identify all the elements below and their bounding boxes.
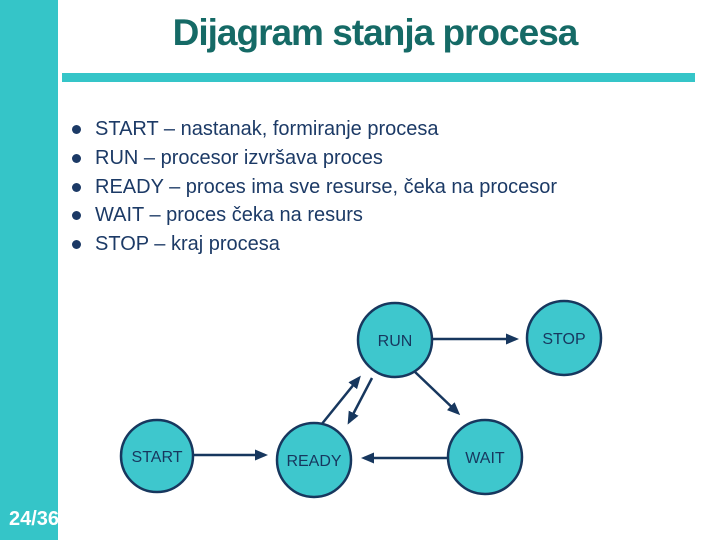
edge-run-to-ready [347,377,374,425]
bullet-icon [72,182,81,192]
bullet-icon [72,153,81,163]
bullet-item-label: START – nastanak, formiranje procesa [95,118,439,140]
edge-ready-to-run [320,375,361,426]
bullet-icon [72,211,81,221]
state-node-start [119,418,195,494]
state-node-stop [525,299,603,377]
bullet-item-ready: READY – proces ima sve resurse, čeka na … [70,174,557,203]
bullet-item-run: RUN – procesor izvršava proces [70,145,557,174]
state-node-wait-label: WAIT [465,450,505,467]
sidebar-accent-bar [0,0,58,540]
bullet-item-start: START – nastanak, formiranje procesa [70,116,557,145]
bullet-item-stop: STOP – kraj procesa [70,231,557,260]
bullet-item-wait: WAIT – proces čeka na resurs [70,202,557,231]
state-node-wait [446,418,524,496]
bullet-item-label: STOP – kraj procesa [95,233,280,256]
bullet-item-label: RUN – procesor izvršava proces [95,146,383,169]
state-node-stop-label: STOP [542,331,585,348]
bullet-item-label: READY – proces ima sve resurse, čeka na … [95,175,558,198]
state-node-start-label: START [132,449,183,466]
state-node-ready-label: READY [286,453,341,470]
state-node-run [356,301,434,379]
state-node-run-label: RUN [378,333,413,350]
page-number: 24/36 [9,508,60,530]
bullet-item-label: WAIT – proces čeka na resurs [95,204,363,227]
bullet-icon [72,240,81,250]
slide-title: Dijagram stanja procesa [172,12,579,53]
state-node-ready [275,421,353,499]
edge-run-to-wait [413,370,461,416]
bullet-icon [72,125,81,134]
title-underline-bar [62,73,695,82]
bullet-list: START – nastanak, formiranje procesa RUN… [70,116,557,260]
